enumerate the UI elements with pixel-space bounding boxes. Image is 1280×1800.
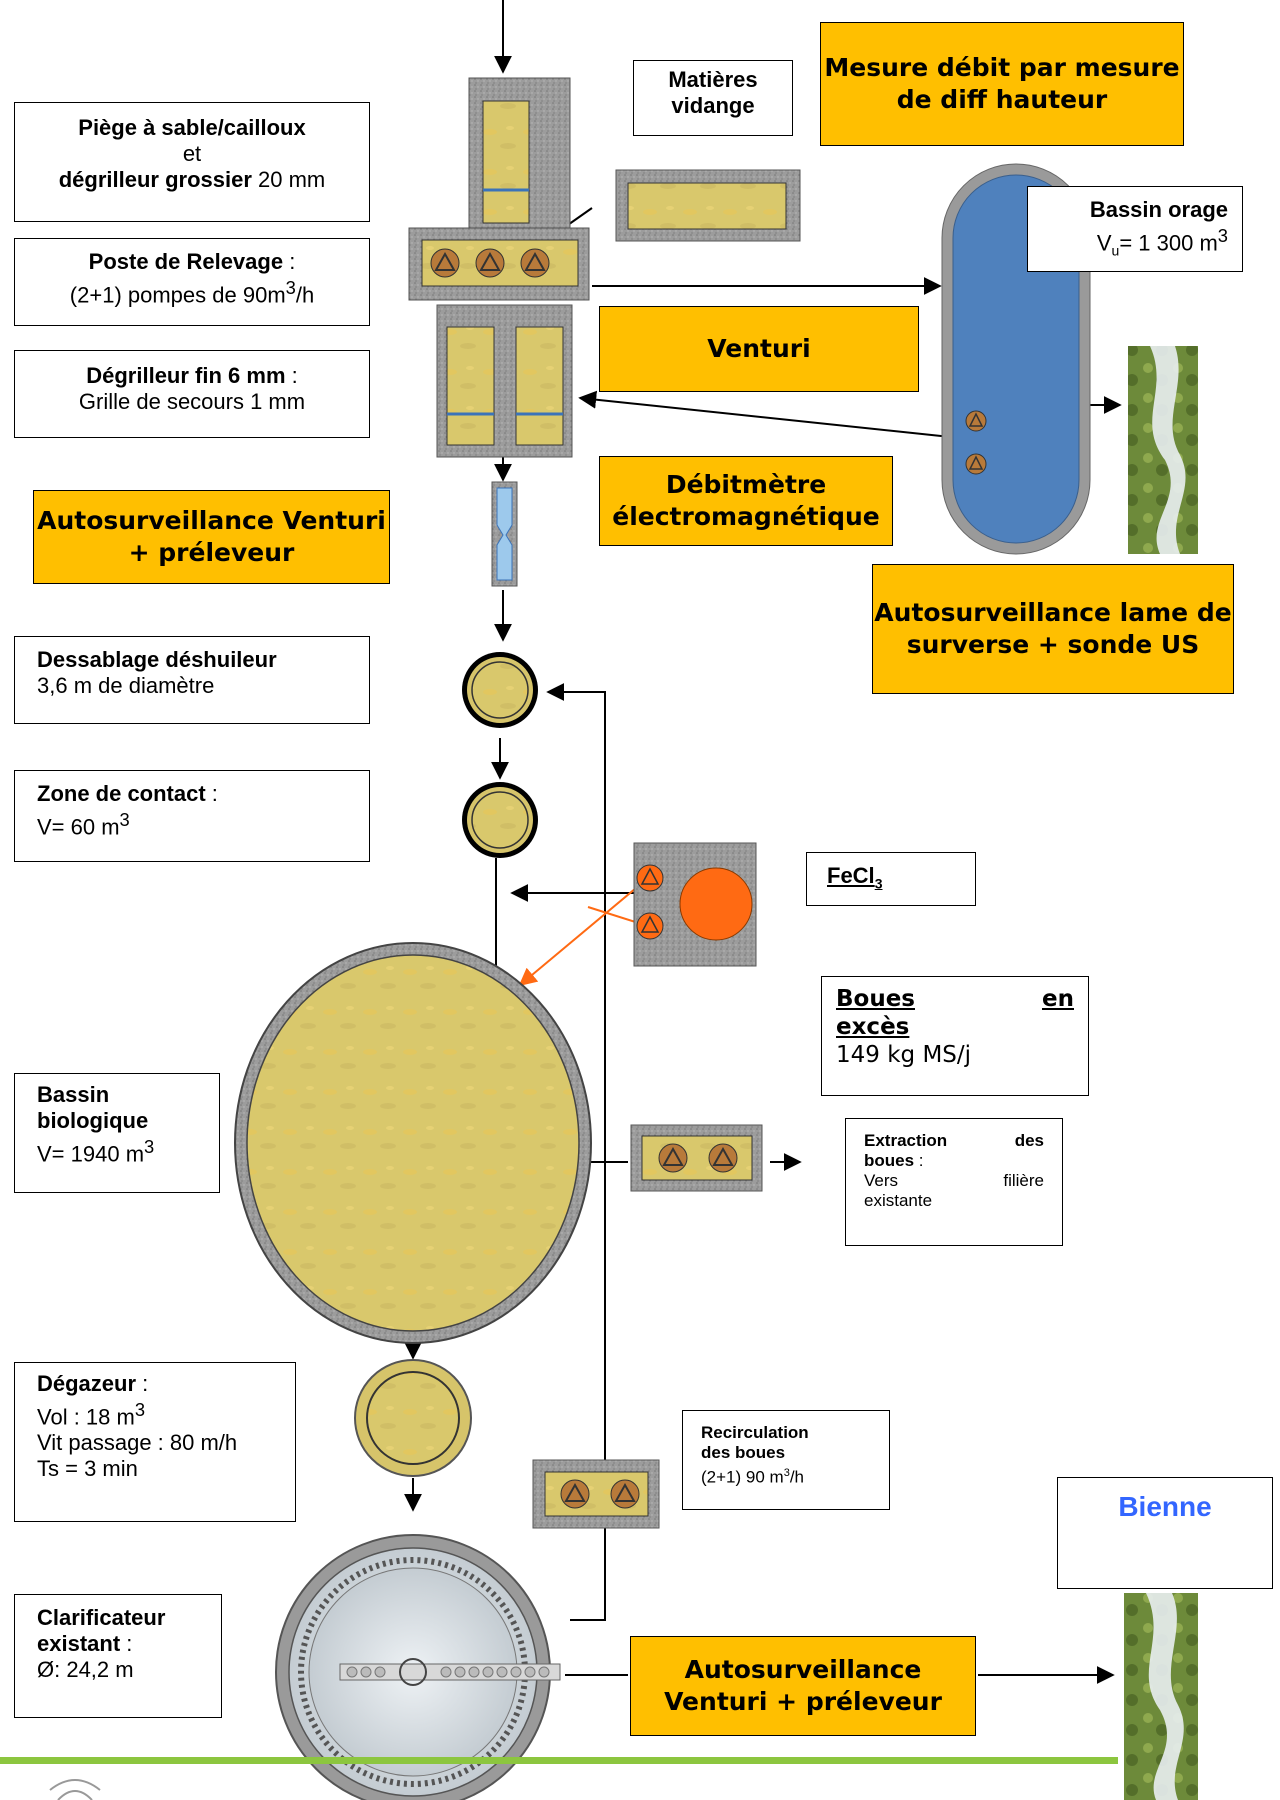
box-autosurveillance-overflow: Autosurveillance lame de surverse + sond… xyxy=(872,564,1234,694)
fecl3-dosing-unit xyxy=(633,842,757,967)
label-clarifier: Clarificateur existant : Ø: 24,2 m xyxy=(14,1594,222,1718)
label-bio-basin: Bassin biologique V= 1940 m3 xyxy=(14,1073,220,1193)
coarse-screen-value: 20 mm xyxy=(251,167,326,192)
clarifier xyxy=(275,1534,561,1800)
coarse-screen-title: dégrilleur grossier xyxy=(58,167,252,192)
label-degasser: Dégazeur : Vol : 18 m3 Vit passage : 80 … xyxy=(14,1362,296,1522)
lift-station-title: Poste de Relevage xyxy=(88,249,284,274)
fine-screens xyxy=(436,304,573,458)
river-image xyxy=(1128,346,1198,554)
grit-trap-title: Piège à sable/cailloux xyxy=(78,115,306,140)
label-fecl3: FeCl3 xyxy=(806,852,976,906)
box-autosurveillance-inlet: Autosurveillance Venturi + préleveur xyxy=(33,490,390,584)
label-septage: Matières vidange xyxy=(633,60,793,136)
label-grit-trap: Piège à sable/cailloux et dégrilleur gro… xyxy=(14,102,370,222)
grit-separator-title: Dessablage déshuileur xyxy=(37,647,277,672)
grit-trap-unit xyxy=(468,77,571,234)
fine-screen-backup: Grille de secours 1 mm xyxy=(78,389,306,414)
reagent-lines xyxy=(518,877,649,987)
fine-screen-title: Dégrilleur fin 6 mm xyxy=(86,363,286,388)
degasser-title: Dégazeur xyxy=(37,1371,137,1396)
recirculation-pumps xyxy=(532,1459,660,1529)
box-em-flowmeter: Débitmètre électromagnétique xyxy=(599,456,893,546)
label-storm-basin: Bassin orage Vu= 1 300 m3 xyxy=(1027,186,1243,272)
label-fine-screen: Dégrilleur fin 6 mm : Grille de secours … xyxy=(14,350,370,438)
storm-basin-title: Bassin orage xyxy=(1089,197,1228,222)
lift-station xyxy=(408,227,590,301)
grit-separator-diameter: 3,6 m de diamètre xyxy=(37,673,215,698)
label-contact-zone: Zone de contact : V= 60 m3 xyxy=(14,770,370,862)
excess-sludge-value: 149 kg MS/j xyxy=(836,1042,972,1068)
contact-zone-title: Zone de contact xyxy=(37,781,206,806)
label-bienne: Bienne xyxy=(1057,1477,1273,1589)
septage-tank xyxy=(615,169,801,242)
label-recirculation: Recirculation des boues (2+1) 90 m3/h xyxy=(682,1410,890,1510)
box-flow-measure: Mesure débit par mesure de diff hauteur xyxy=(820,22,1184,146)
excess-sludge-pumps xyxy=(630,1124,763,1192)
label-lift-station: Poste de Relevage : (2+1) pompes de 90m3… xyxy=(14,238,370,326)
footer-line xyxy=(0,1757,1118,1764)
biological-basin xyxy=(234,942,592,1344)
clarifier-diameter: Ø: 24,2 m xyxy=(37,1657,134,1682)
contact-zone xyxy=(462,782,538,858)
degasser xyxy=(354,1359,472,1477)
river-image xyxy=(1124,1593,1198,1800)
box-venturi: Venturi xyxy=(599,306,919,392)
logo-icon xyxy=(49,1779,101,1800)
label-grit-separator: Dessablage déshuileur 3,6 m de diamètre xyxy=(14,636,370,724)
box-autosurveillance-outlet: Autosurveillance Venturi + préleveur xyxy=(630,1636,976,1736)
grit-oil-separator xyxy=(462,652,538,728)
magnetic-flowmeter xyxy=(491,481,518,587)
grit-trap-et: et xyxy=(182,141,202,166)
